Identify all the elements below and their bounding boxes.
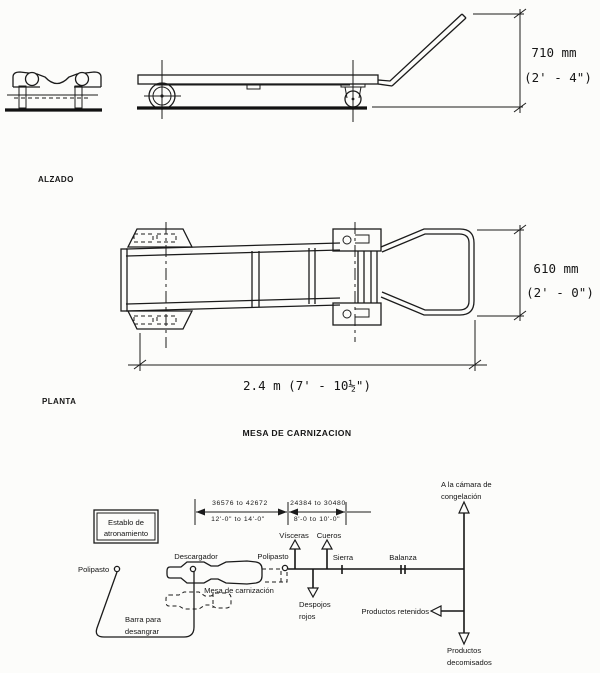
descargador-label: Descargador — [174, 552, 218, 561]
dim-2ft4in: (2' - 4") — [524, 70, 592, 85]
view-label-planta: PLANTA — [42, 397, 76, 406]
establo-line1: Establo de — [108, 518, 144, 527]
decomisados-line1: Productos — [447, 646, 481, 655]
arrow-down-icon — [306, 587, 320, 599]
output-branch: A la cámara de congelación Productos ret… — [361, 480, 491, 667]
carcass-dashed — [165, 591, 232, 610]
arrow-up-icon — [458, 500, 470, 514]
arrow-up-icon — [320, 538, 334, 550]
balanza-label: Balanza — [389, 553, 417, 562]
establo-box: Establo de atronamiento — [93, 509, 159, 544]
plan-dimensions: 610 mm (2' - 0") 2.4 m (7' - 10½") — [128, 224, 594, 393]
flow-dim2-ft: 8'-0 to 10'-0" — [294, 516, 340, 523]
dim-length: 2.4 m (7' - 10½") — [243, 378, 371, 393]
establo-line2: atronamiento — [104, 529, 148, 538]
mesa-carnizacion: Polipasto Mesa de carnización — [165, 552, 289, 610]
roller-left — [24, 71, 40, 87]
barra-line2: desangrar — [125, 627, 160, 636]
hoist-point-left — [113, 565, 121, 573]
elevation-end-view — [5, 71, 102, 112]
despojos-line1: Despojos — [299, 600, 331, 609]
elevation-dimension: 710 mm (2' - 4") — [473, 8, 592, 113]
visceras-label: Vísceras — [279, 531, 309, 540]
plan-view — [120, 222, 475, 348]
barra-line1: Barra para — [125, 615, 162, 624]
dim-710mm: 710 mm — [531, 45, 576, 60]
arrow-down-icon — [458, 632, 470, 646]
polipasto-left-label: Polipasto — [78, 565, 109, 574]
dim-2ft0in: (2' - 0") — [526, 285, 594, 300]
unloader-point — [189, 565, 197, 573]
roller-right — [74, 71, 90, 87]
arrow-up-icon — [288, 538, 302, 550]
cueros-label: Cueros — [317, 531, 342, 540]
camara-line2: congelación — [441, 492, 482, 501]
flow-dim1-ft: 12'-0" to 14'-0" — [211, 516, 265, 523]
bleeding-rail: Polipasto Barra para desangrar — [78, 565, 195, 638]
camara-line1: A la cámara de — [441, 480, 492, 489]
despojos-line2: rojos — [299, 612, 316, 621]
sierra-label: Sierra — [333, 553, 354, 562]
drawing-title: MESA DE CARNIZACION — [243, 428, 352, 438]
retenidos-label: Productos retenidos — [361, 607, 429, 616]
decomisados-line2: decomisados — [447, 658, 492, 667]
dim-610mm: 610 mm — [533, 261, 578, 276]
flow-diagram: 36576 to 42672 12'-0" to 14'-0" 24384 to… — [78, 480, 492, 667]
arrow-left-icon — [429, 605, 442, 617]
flow-dim2-mm: 24384 to 30480 — [290, 500, 346, 507]
flow-dimensions: 36576 to 42672 12'-0" to 14'-0" 24384 to… — [194, 499, 371, 525]
mesa-label: Mesa de carnización — [204, 586, 274, 595]
carcass-solid: Descargador — [166, 552, 263, 585]
hoist-point-mid — [281, 564, 289, 572]
view-label-alzado: ALZADO — [38, 175, 74, 184]
polipasto-mid-label: Polipasto — [257, 552, 288, 561]
elevation-side-view — [137, 13, 523, 122]
process-line: Vísceras Cueros Sierra Balanza Despojos … — [279, 531, 464, 621]
flow-dim1-mm: 36576 to 42672 — [212, 500, 268, 507]
